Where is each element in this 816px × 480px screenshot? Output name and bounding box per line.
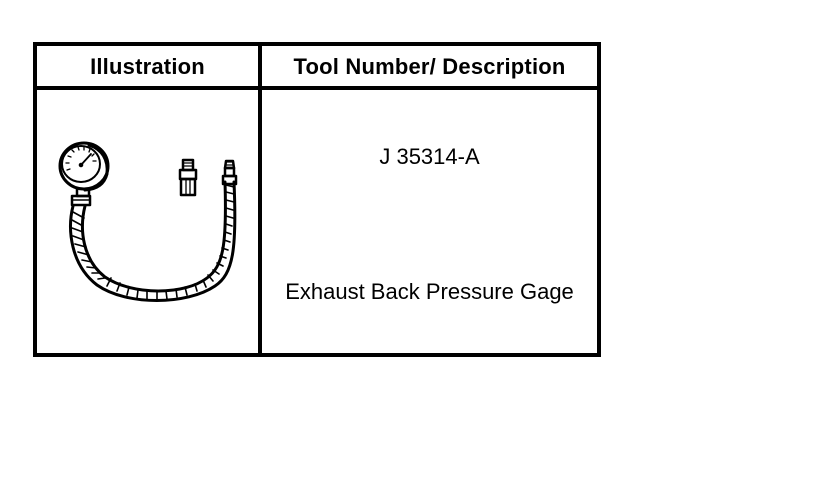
column-divider [258,46,262,353]
exhaust-back-pressure-gage-icon [58,141,238,302]
header-illustration: Illustration [90,54,205,79]
header-tool-number-description: Tool Number/ Description [293,54,566,79]
tool-description: Exhaust Back Pressure Gage [285,279,574,304]
table-header-row: Illustration Tool Number/ Description [37,46,597,90]
tool-number: J 35314-A [379,144,480,169]
description-cell: J 35314-A Exhaust Back Pressure Gage [262,90,597,353]
tool-table: Illustration Tool Number/ Description [33,42,601,357]
illustration-cell [37,90,258,353]
